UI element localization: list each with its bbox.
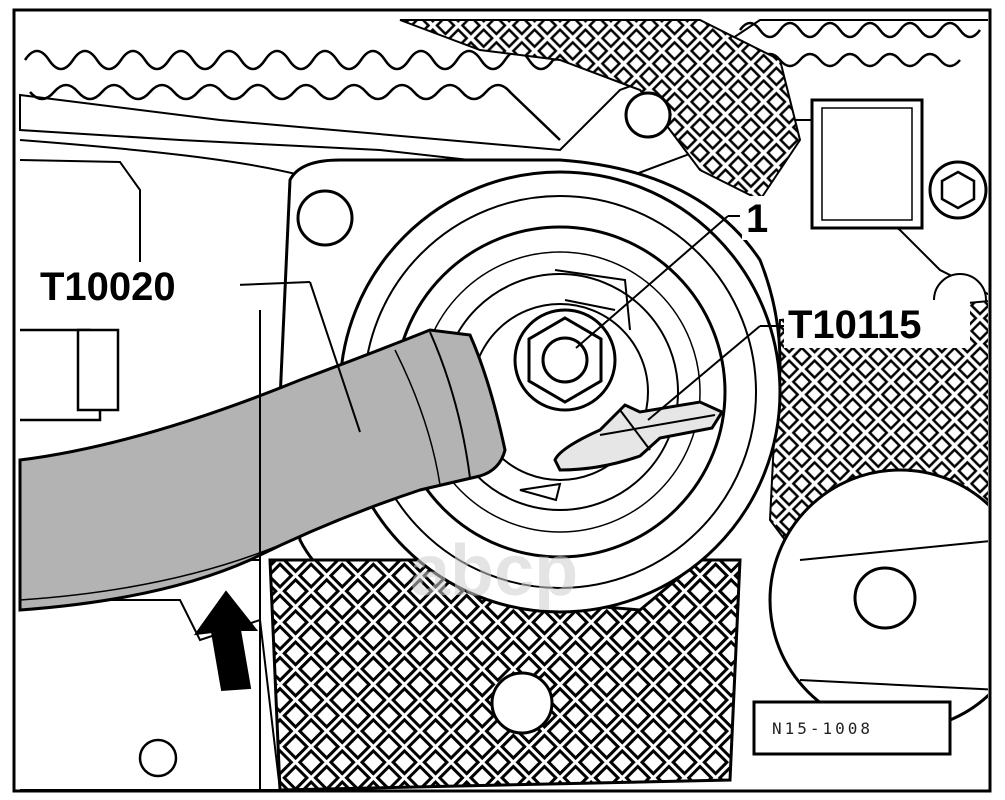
callout-bg-part-1 [742,196,778,240]
callout-bg-tool-b [784,300,970,348]
belt-cover-mesh-top [399,19,802,202]
callout-tool-b: T10115 [788,303,921,347]
plate-hole-lower [490,671,554,735]
figure-number: N15-1008 [772,719,873,738]
arrow-up-icon [193,590,259,692]
watermark: abcp [410,531,578,611]
callout-tool-a: T10020 [40,265,176,309]
callout-bg-tool-a [36,262,240,312]
figure-number-box [752,700,952,756]
wrench-tool [18,328,507,612]
plate-hole-upper [296,189,354,247]
callout-part-1: 1 [746,197,768,241]
sensor-bracket [810,98,924,230]
timing-belt-upper [23,48,601,71]
